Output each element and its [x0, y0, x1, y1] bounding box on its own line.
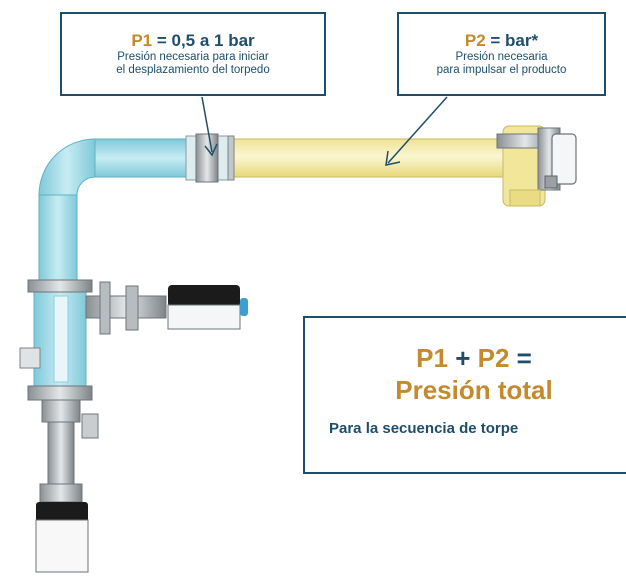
launcher-body [19, 279, 99, 573]
pipe-coupling [185, 133, 235, 183]
receiving-station [496, 125, 577, 207]
callout-p1-heading: P1 = 0,5 a 1 bar [62, 31, 324, 51]
callout-total-pressure: P1 + P2 = Presión total Para la secuenci… [303, 316, 626, 474]
total-subtitle: Para la secuencia de torpe [329, 420, 519, 437]
p1-description-line-2: el desplazamiento del torpedo [116, 64, 270, 76]
side-actuator [85, 281, 248, 335]
arrow-p1 [201, 96, 218, 157]
total-equals-sign: = [516, 343, 532, 373]
p2-symbol: P2 [464, 31, 486, 50]
total-plus-sign: + [455, 343, 471, 373]
p1-symbol: P1 [131, 31, 153, 50]
callout-p2: P2 = bar* Presión necesaria para impulsa… [397, 12, 606, 96]
p2-description-line-1: Presión necesaria [455, 51, 548, 63]
total-p1-symbol: P1 [416, 343, 448, 373]
product-pipe-yellow [227, 138, 513, 178]
total-title: Presión total [395, 375, 553, 405]
p1-description-line-1: Presión necesaria para iniciar [117, 51, 269, 63]
total-p2-symbol: P2 [477, 343, 510, 373]
p2-description-line-2: para impulsar el producto [436, 64, 567, 76]
p1-value: = 0,5 a 1 bar [156, 31, 255, 50]
total-formula: P1 + P2 = [305, 342, 626, 374]
callout-p2-heading: P2 = bar* [399, 31, 604, 51]
arrow-p2 [385, 96, 448, 166]
p2-value: = bar* [490, 31, 539, 50]
callout-p1: P1 = 0,5 a 1 bar Presión necesaria para … [60, 12, 326, 96]
